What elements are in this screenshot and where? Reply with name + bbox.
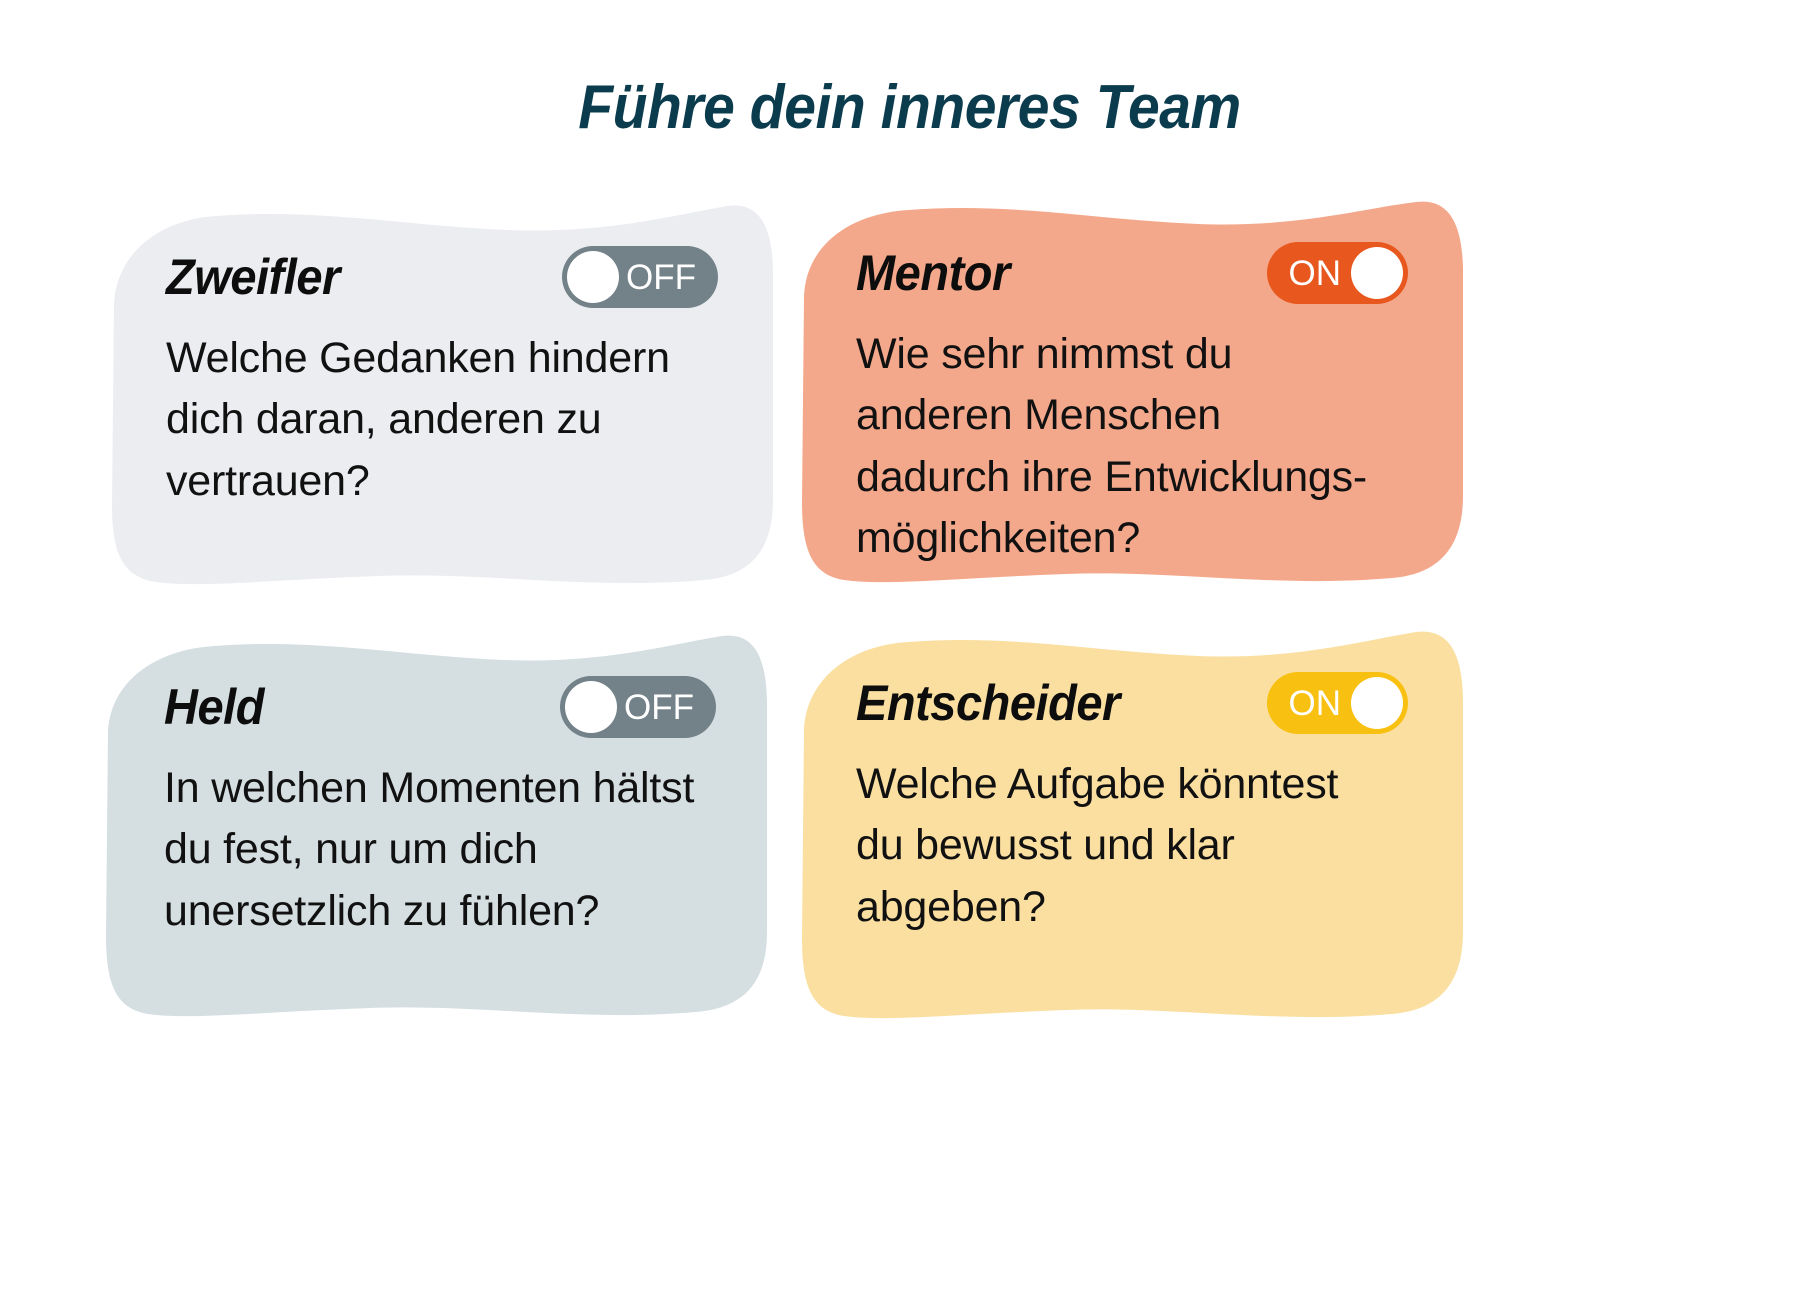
toggle-knob-icon [567,251,620,303]
toggle-knob-icon [565,681,618,733]
card-held[interactable]: Held OFF In welchen Momenten hältst du f… [102,630,770,1020]
card-zweifler[interactable]: Zweifler OFF Welche Gedanken hindern dic… [108,200,776,588]
card-question-entscheider: Welche Aufgabe könntest du bewusst und k… [856,760,1339,931]
card-content-entscheider: Entscheider ON Welche Aufgabe könntest d… [798,626,1466,1022]
card-header-held: Held OFF [164,676,716,738]
card-mentor[interactable]: Mentor ON Wie sehr nimmst du anderen Men… [798,196,1466,586]
page-title: Führe dein inneres Team [578,73,1241,142]
card-header-mentor: Mentor ON [856,242,1408,304]
card-content-held: Held OFF In welchen Momenten hältst du f… [102,630,770,1020]
card-title-entscheider: Entscheider [856,675,1120,731]
card-entscheider[interactable]: Entscheider ON Welche Aufgabe könntest d… [798,626,1466,1022]
card-header-entscheider: Entscheider ON [856,672,1408,734]
card-title-mentor: Mentor [856,245,1010,301]
card-question-held: In welchen Momenten hältst du fest, nur … [164,764,695,935]
card-question-mentor: Wie sehr nimmst du anderen Menschen dadu… [856,330,1368,563]
card-header-zweifler: Zweifler OFF [166,246,718,308]
toggle-entscheider[interactable]: ON [1266,672,1408,734]
card-title-zweifler: Zweifler [166,249,340,305]
toggle-label-entscheider: ON [1288,683,1342,723]
toggle-mentor[interactable]: ON [1266,242,1408,304]
toggle-zweifler[interactable]: OFF [562,246,718,308]
toggle-held[interactable]: OFF [560,676,716,738]
card-content-mentor: Mentor ON Wie sehr nimmst du anderen Men… [798,196,1466,586]
toggle-knob-icon [1351,247,1403,299]
toggle-label-zweifler: OFF [626,257,696,297]
card-content-zweifler: Zweifler OFF Welche Gedanken hindern dic… [108,200,776,588]
card-title-held: Held [164,679,264,735]
card-question-zweifler: Welche Gedanken hindern dich daran, ande… [166,334,670,505]
toggle-knob-icon [1351,677,1403,729]
toggle-label-mentor: ON [1288,253,1342,293]
toggle-label-held: OFF [624,687,694,727]
